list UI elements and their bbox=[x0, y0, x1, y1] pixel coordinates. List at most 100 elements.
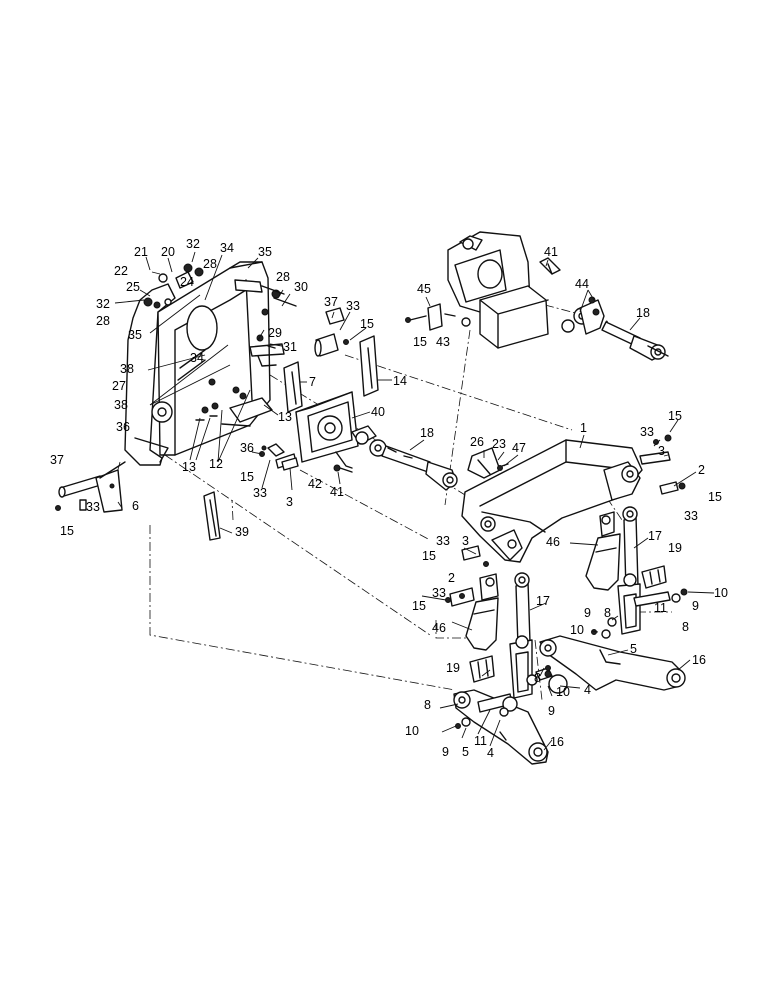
callout-14: 14 bbox=[393, 374, 407, 388]
callout-15: 15 bbox=[60, 524, 74, 538]
right-lower-link bbox=[535, 635, 686, 694]
callout-46: 46 bbox=[432, 621, 446, 635]
callout-47: 47 bbox=[512, 441, 526, 455]
callout-15: 15 bbox=[360, 317, 374, 331]
callout-21: 21 bbox=[134, 245, 148, 259]
left-lift-cylinder bbox=[445, 572, 533, 699]
callout-16: 16 bbox=[692, 653, 706, 667]
callout-24: 24 bbox=[180, 275, 194, 289]
callout-36: 36 bbox=[240, 441, 254, 455]
callout-2: 2 bbox=[698, 463, 705, 477]
callout-11: 11 bbox=[654, 601, 667, 615]
callout-10: 10 bbox=[714, 586, 728, 600]
top-link-bracket bbox=[405, 231, 669, 361]
callout-10: 10 bbox=[556, 685, 570, 699]
callout-15: 15 bbox=[240, 470, 254, 484]
callout-9: 9 bbox=[442, 745, 449, 759]
callout-10: 10 bbox=[570, 623, 584, 637]
callout-31: 31 bbox=[283, 340, 297, 354]
callout-34: 34 bbox=[220, 241, 234, 255]
callout-18: 18 bbox=[420, 426, 434, 440]
callout-37: 37 bbox=[324, 295, 338, 309]
callout-8: 8 bbox=[604, 606, 611, 620]
callout-18: 18 bbox=[636, 306, 650, 320]
callout-32: 32 bbox=[186, 237, 200, 251]
callout-38: 38 bbox=[114, 398, 128, 412]
callout-5: 5 bbox=[630, 642, 637, 656]
callout-36: 36 bbox=[116, 420, 130, 434]
callout-4: 4 bbox=[487, 746, 494, 760]
callout-32: 32 bbox=[96, 297, 110, 311]
callout-1: 1 bbox=[580, 421, 587, 435]
callout-15: 15 bbox=[413, 335, 427, 349]
callout-39: 39 bbox=[235, 525, 249, 539]
callout-37: 37 bbox=[50, 453, 64, 467]
callout-44: 44 bbox=[575, 277, 589, 291]
callout-2: 2 bbox=[448, 571, 455, 585]
callout-17: 17 bbox=[536, 594, 550, 608]
callout-20: 20 bbox=[161, 245, 175, 259]
callout-11: 11 bbox=[474, 734, 487, 748]
callout-16: 16 bbox=[550, 735, 564, 749]
callout-9: 9 bbox=[548, 704, 555, 718]
callout-30: 30 bbox=[294, 280, 308, 294]
callout-28: 28 bbox=[203, 257, 217, 271]
callout-46: 46 bbox=[546, 535, 560, 549]
callout-15: 15 bbox=[412, 599, 426, 613]
callout-41: 41 bbox=[544, 245, 558, 259]
callout-10: 10 bbox=[405, 724, 419, 738]
callout-15: 15 bbox=[708, 490, 722, 504]
callout-35: 35 bbox=[128, 328, 142, 342]
callout-34: 34 bbox=[190, 351, 204, 365]
callout-5: 5 bbox=[462, 745, 469, 759]
leader-lines bbox=[114, 251, 715, 751]
callout-29: 29 bbox=[268, 326, 282, 340]
callout-33: 33 bbox=[684, 509, 698, 523]
cross-beam bbox=[461, 434, 686, 567]
callout-17: 17 bbox=[648, 529, 662, 543]
callout-33: 33 bbox=[86, 500, 100, 514]
callout-40: 40 bbox=[371, 405, 385, 419]
callout-35: 35 bbox=[258, 245, 272, 259]
callout-12: 12 bbox=[209, 457, 223, 471]
callout-4: 4 bbox=[584, 683, 591, 697]
callout-19: 19 bbox=[668, 541, 682, 555]
callout-9: 9 bbox=[692, 599, 699, 613]
callout-27: 27 bbox=[112, 379, 126, 393]
callout-28: 28 bbox=[276, 270, 290, 284]
callout-3: 3 bbox=[286, 495, 293, 509]
top-link-assembly bbox=[351, 425, 458, 491]
callout-13: 13 bbox=[182, 460, 196, 474]
callout-3: 3 bbox=[658, 444, 665, 458]
callout-3: 3 bbox=[462, 534, 469, 548]
callout-19: 19 bbox=[446, 661, 460, 675]
callout-28: 28 bbox=[96, 314, 110, 328]
callout-8: 8 bbox=[534, 671, 541, 685]
callout-33: 33 bbox=[432, 586, 446, 600]
callout-8: 8 bbox=[682, 620, 689, 634]
hook-assembly bbox=[467, 447, 509, 479]
callout-9: 9 bbox=[584, 606, 591, 620]
callout-33: 33 bbox=[253, 486, 267, 500]
callout-13: 13 bbox=[278, 410, 292, 424]
callout-22: 22 bbox=[114, 264, 128, 278]
center-bracket bbox=[281, 307, 379, 473]
callout-38: 38 bbox=[120, 362, 134, 376]
callout-42: 42 bbox=[308, 477, 322, 491]
callout-45: 45 bbox=[417, 282, 431, 296]
callout-labels: 21 20 32 34 35 22 24 28 25 32 28 28 30 3… bbox=[50, 237, 728, 760]
callout-41: 41 bbox=[330, 485, 344, 499]
callout-33: 33 bbox=[346, 299, 360, 313]
callout-6: 6 bbox=[132, 499, 139, 513]
callout-7: 7 bbox=[309, 375, 316, 389]
callout-26: 26 bbox=[470, 435, 484, 449]
callout-15: 15 bbox=[668, 409, 682, 423]
right-lift-cylinder bbox=[585, 506, 688, 639]
callout-43: 43 bbox=[436, 335, 450, 349]
callout-25: 25 bbox=[126, 280, 140, 294]
callout-15: 15 bbox=[422, 549, 436, 563]
callout-8: 8 bbox=[424, 698, 431, 712]
callout-33: 33 bbox=[640, 425, 654, 439]
callout-23: 23 bbox=[492, 437, 506, 451]
